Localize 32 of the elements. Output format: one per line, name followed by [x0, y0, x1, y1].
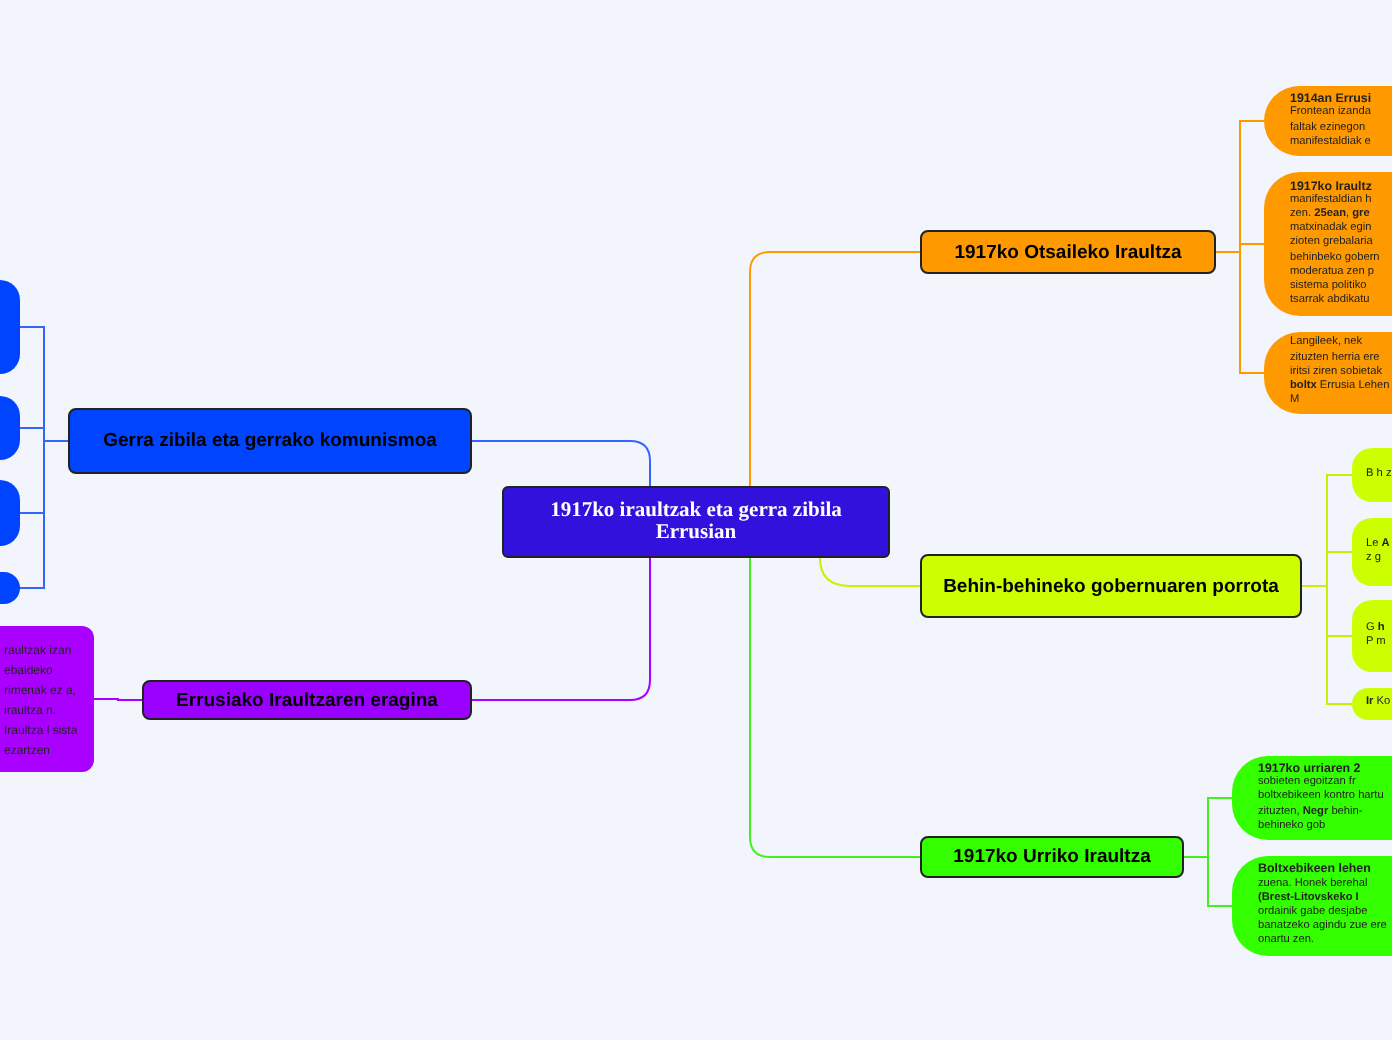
- connector-line: [1215, 251, 1265, 374]
- subtopic-bubble: [1264, 332, 1392, 414]
- topic-label: 1917ko iraultzak eta gerra zibila Errusian: [548, 500, 844, 544]
- topic-label: Errusiako Iraultzaren eragina: [176, 689, 438, 711]
- connector-line: [93, 698, 143, 701]
- subtopic-bubble: [1232, 756, 1392, 840]
- branch-topic: [920, 836, 1184, 878]
- connector-line: [471, 557, 651, 701]
- topic-label: 1917ko Otsaileko Iraultza: [954, 241, 1182, 263]
- subtopic-bubble: [1264, 86, 1392, 156]
- subtopic-bubble: [1232, 856, 1392, 956]
- connector-line: [19, 440, 69, 589]
- central-topic: [502, 486, 890, 558]
- connector-line: [819, 557, 921, 587]
- connector-line: [1183, 856, 1233, 907]
- subtopic-bubble: [0, 626, 94, 772]
- topic-label: Gerra zibila eta gerrako komunismoa: [103, 430, 437, 452]
- connector-line: [1301, 585, 1353, 705]
- connector-line: [471, 440, 651, 487]
- topic-label: 1917ko Urriko Iraultza: [953, 846, 1151, 868]
- topic-label: Behin-behineko gobernuaren porrota: [943, 575, 1279, 597]
- subtopic-bubble: [1264, 172, 1392, 316]
- branch-topic: [142, 680, 472, 720]
- connector-line: [749, 557, 921, 858]
- subtopic-bubble: [1352, 518, 1392, 586]
- subtopic-bubble: [1352, 600, 1392, 672]
- subtopic-bubble: [1352, 448, 1392, 502]
- subtopic-bubble: [1352, 688, 1392, 720]
- branch-topic: [920, 554, 1302, 618]
- branch-topic: [68, 408, 472, 474]
- branch-topic: [920, 230, 1216, 274]
- connector-line: [749, 251, 921, 487]
